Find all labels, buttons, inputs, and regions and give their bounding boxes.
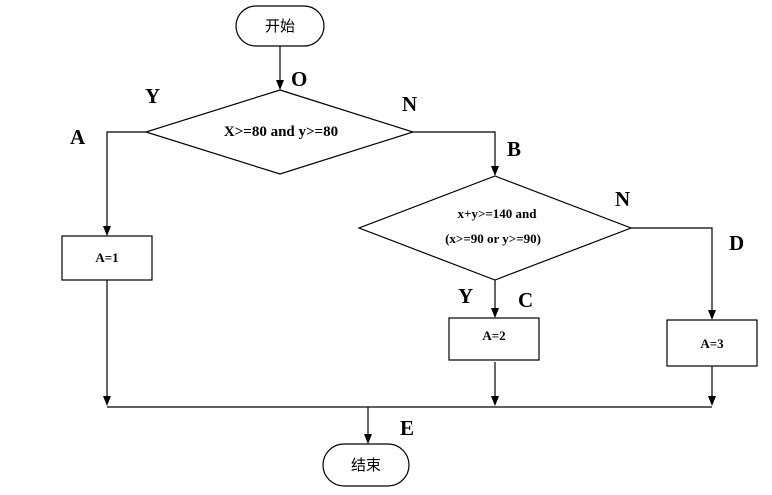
edge-decision2-no — [631, 227, 713, 312]
decision-score-threshold — [143, 89, 415, 175]
label-c: C — [518, 288, 533, 312]
label-no-2: N — [615, 187, 630, 211]
label-no-1: N — [402, 92, 417, 116]
arrowhead-merge-to-end — [364, 434, 372, 444]
end-label: 结束 — [351, 456, 381, 474]
process-a1-text: A=1 — [95, 250, 118, 265]
decision1-condition: X>=80 and y>=80 — [224, 124, 338, 140]
arrowhead-decision1-yes — [103, 226, 111, 236]
label-a: A — [70, 125, 86, 149]
arrowhead-a2-down — [491, 396, 499, 406]
process-a2-text: A=2 — [482, 328, 505, 343]
process-a2 — [448, 317, 540, 361]
label-yes-1: Y — [145, 84, 160, 108]
arrowhead-start-to-decision1 — [276, 80, 284, 90]
label-b: B — [507, 137, 521, 161]
arrowhead-a3-down — [708, 396, 716, 406]
label-d: D — [729, 231, 744, 255]
end-terminal — [322, 443, 410, 487]
decision2-condition-line1: x+y>=140 and — [458, 206, 538, 221]
process-a3-text: A=3 — [700, 336, 724, 351]
edge-decision1-yes — [106, 131, 146, 228]
process-a3 — [666, 319, 758, 367]
start-label: 开始 — [265, 17, 295, 35]
arrowhead-decision2-no — [708, 310, 716, 320]
arrowhead-a1-down — [103, 396, 111, 406]
label-o: O — [291, 67, 307, 91]
label-yes-2: Y — [458, 284, 473, 308]
edge-decision1-no — [413, 131, 496, 168]
arrowhead-decision2-yes — [491, 308, 499, 318]
arrowhead-decision1-no — [491, 166, 499, 176]
label-e: E — [400, 416, 414, 440]
decision2-condition-line2: (x>=90 or y>=90) — [445, 231, 541, 246]
decision-total-or-high — [357, 175, 633, 281]
